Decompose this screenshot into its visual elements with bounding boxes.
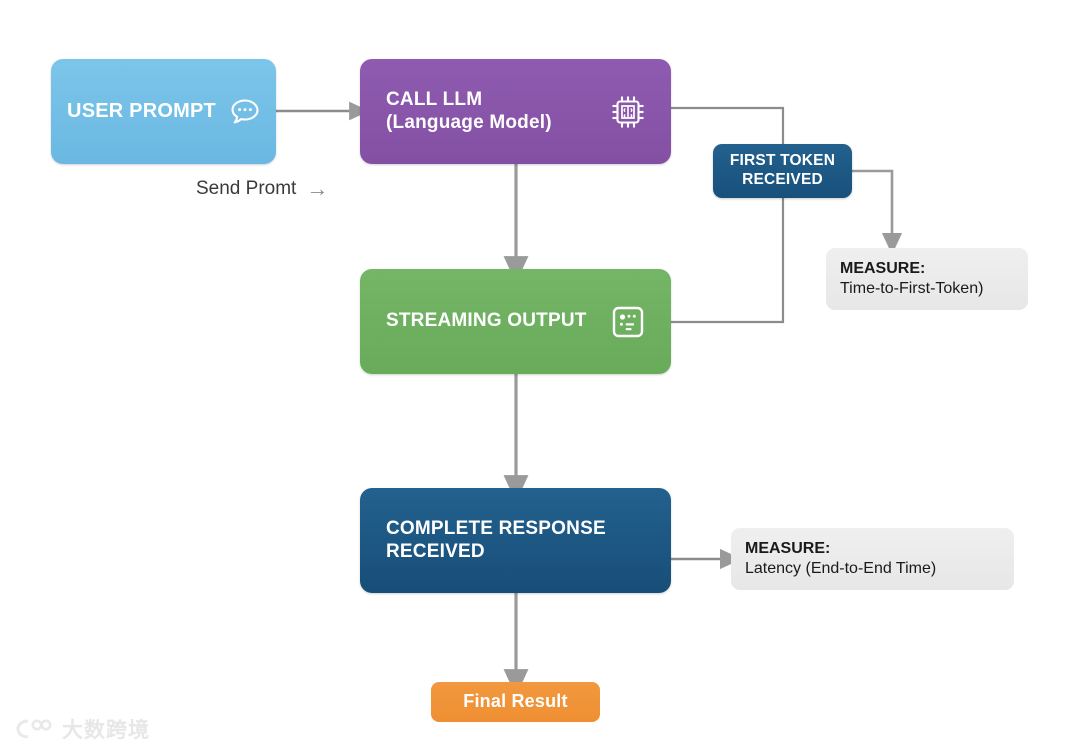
node-call-llm[interactable]: CALL LLM (Language Model) (360, 59, 671, 164)
streaming-data-icon (611, 305, 645, 339)
measure-time-to-first-token: MEASURE: Time-to-First-Token) (826, 248, 1028, 310)
node-user-prompt-label: USER PROMPT (67, 99, 216, 122)
right-arrow-icon: → (306, 176, 329, 201)
ai-chip-icon (609, 93, 647, 131)
node-complete-response-line1: COMPLETE RESPONSE (386, 518, 606, 540)
node-user-prompt[interactable]: USER PROMPT (51, 59, 276, 164)
node-complete-response-received[interactable]: COMPLETE RESPONSE RECEIVED (360, 488, 671, 593)
node-final-result-label: Final Result (463, 691, 568, 712)
edge-first-token-to-measure-ttft (852, 169, 903, 255)
node-final-result[interactable]: Final Result (431, 682, 600, 722)
node-complete-response-line2: RECEIVED (386, 540, 485, 562)
edge-label-send-prompt-text: Send Promt (196, 178, 297, 199)
edge-call-llm-to-streaming-right (671, 106, 785, 324)
measure-ttft-detail: Time-to-First-Token) (840, 279, 984, 297)
measure-ttft-title: MEASURE: (840, 259, 926, 277)
watermark-logo-icon (14, 717, 54, 741)
watermark-text: 大数跨境 (62, 719, 150, 742)
node-call-llm-line1: CALL LLM (386, 89, 483, 111)
speech-bubble-icon (230, 98, 260, 126)
node-first-token-line1: FIRST TOKEN (729, 152, 836, 170)
watermark: 大数跨境 (14, 714, 150, 744)
node-streaming-output[interactable]: STREAMING OUTPUT (360, 269, 671, 374)
measure-latency-detail: Latency (End-to-End Time) (745, 559, 937, 577)
node-first-token-line2: RECEIVED (742, 171, 823, 188)
measure-latency-title: MEASURE: (745, 539, 831, 557)
node-streaming-output-label: STREAMING OUTPUT (386, 310, 587, 332)
node-call-llm-line2: (Language Model) (386, 111, 552, 133)
node-first-token-received[interactable]: FIRST TOKEN RECEIVED (713, 144, 852, 198)
edge-label-send-prompt: Send Promt → (196, 178, 328, 200)
measure-latency: MEASURE: Latency (End-to-End Time) (731, 528, 1014, 590)
